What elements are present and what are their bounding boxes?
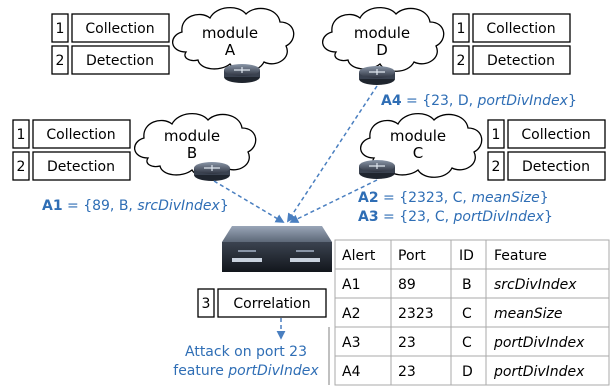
step-number-3: 3 (202, 296, 211, 312)
table-cell: C (462, 306, 472, 322)
module-id: A (225, 41, 236, 59)
cloud-icon (172, 7, 295, 72)
module-label: module (354, 24, 410, 42)
arrow-b-to-correlator (213, 180, 285, 223)
alert-arrows (213, 85, 378, 340)
arrow-c-to-correlator (289, 179, 378, 223)
module-b-cloud: module B (134, 113, 257, 178)
alert-a1-label: A1 = {89, B, srcDivIndex} (42, 198, 229, 214)
table-cell: portDivIndex (493, 335, 585, 351)
step-number-2: 2 (492, 159, 501, 175)
table-cell: 2323 (398, 306, 434, 322)
module-c-cloud: module C (360, 113, 483, 178)
cloud-icon (322, 7, 445, 72)
table-cell: A1 (342, 277, 360, 293)
table-cell: portDivIndex (493, 364, 585, 380)
collection-label: Collection (486, 21, 555, 37)
table-cell: srcDivIndex (494, 277, 577, 293)
router-d (359, 66, 395, 85)
correlation-step: 3 Correlation (197, 288, 327, 318)
router-c (359, 160, 395, 179)
step-group-c: 1 Collection 2 Detection (487, 119, 606, 181)
table-cell: A4 (342, 364, 361, 380)
arrow-d-to-correlator (287, 85, 378, 223)
collection-label: Collection (85, 21, 154, 37)
correlator-server (222, 226, 332, 272)
collection-label: Collection (46, 127, 115, 143)
table-cell: A2 (342, 306, 360, 322)
alert-table: Alert Port ID Feature A1 89 B srcDivInde… (328, 239, 610, 386)
detection-label: Detection (86, 53, 154, 69)
cloud-icon (134, 113, 257, 178)
router-b (194, 162, 230, 181)
result-line-1: Attack on port 23 (185, 344, 307, 360)
step-number-2: 2 (56, 53, 65, 69)
alert-a2-label: A2 = {2323, C, meanSize} (358, 190, 549, 206)
step-number-2: 2 (17, 159, 26, 175)
table-header-alert: Alert (342, 248, 376, 264)
alert-a3-label: A3 = {23, C, portDivIndex} (358, 209, 553, 225)
router-a (224, 64, 260, 83)
detection-label: Detection (487, 53, 555, 69)
detection-label: Detection (522, 159, 590, 175)
collection-label: Collection (521, 127, 590, 143)
alert-a4-label: A4 = {23, D, portDivIndex} (381, 93, 577, 109)
table-cell: 23 (398, 364, 416, 380)
table-header-feature: Feature (494, 248, 547, 264)
module-a-cloud: module A (172, 7, 295, 72)
table-cell: 89 (398, 277, 416, 293)
step-group-d: 1 Collection 2 Detection (452, 13, 571, 75)
result-line-2: feature portDivIndex (173, 363, 319, 379)
cloud-icon (360, 113, 483, 178)
table-cell: A3 (342, 335, 360, 351)
alert-id: A4 (381, 93, 402, 109)
step-group-b: 1 Collection 2 Detection (12, 119, 131, 181)
alert-id: A1 (42, 198, 63, 214)
table-cell: B (462, 277, 472, 293)
alert-id: A2 (358, 190, 379, 206)
module-d-cloud: module D (322, 7, 445, 72)
module-id: B (187, 144, 197, 162)
step-group-a: 1 Collection 2 Detection (51, 13, 170, 75)
table-cell: C (462, 335, 472, 351)
module-label: module (164, 127, 220, 145)
table-header-id: ID (459, 248, 474, 264)
module-label: module (202, 24, 258, 42)
table-cell: meanSize (494, 306, 562, 322)
table-cell: 23 (398, 335, 416, 351)
step-number-2: 2 (457, 53, 466, 69)
table-cell: D (462, 364, 473, 380)
correlation-label: Correlation (233, 296, 310, 312)
table-header-port: Port (398, 248, 426, 264)
step-number-1: 1 (56, 21, 65, 37)
server-icon (222, 226, 332, 242)
module-label: module (390, 127, 446, 145)
step-number-1: 1 (17, 127, 26, 143)
alert-id: A3 (358, 209, 379, 225)
detection-label: Detection (47, 159, 115, 175)
module-id: C (413, 144, 423, 162)
module-id: D (376, 41, 388, 59)
step-number-1: 1 (457, 21, 466, 37)
step-number-1: 1 (492, 127, 501, 143)
